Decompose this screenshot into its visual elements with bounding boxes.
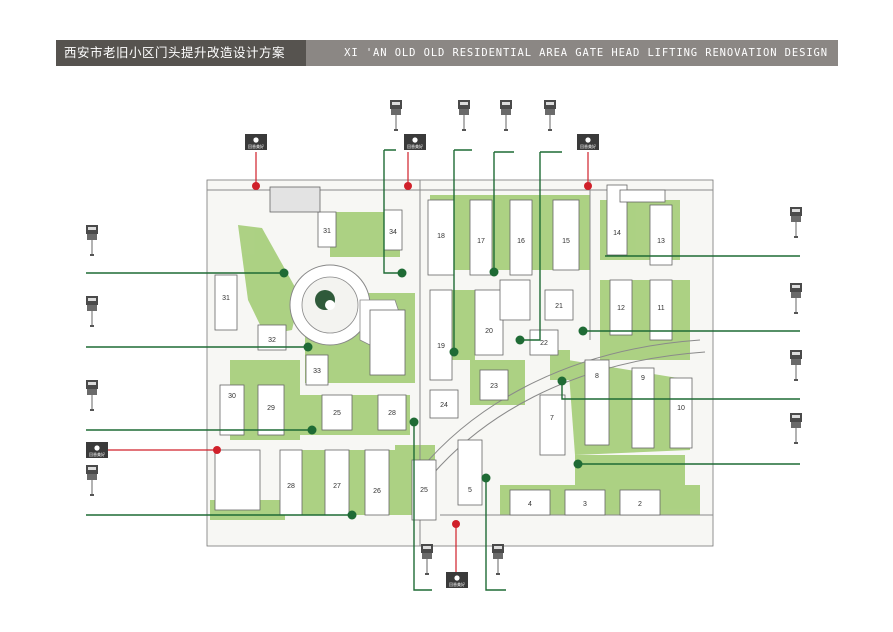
svg-text:5: 5 <box>468 487 472 494</box>
green-node-icon <box>279 268 289 278</box>
svg-text:28: 28 <box>287 483 295 490</box>
red-node-icon <box>252 182 260 190</box>
green-connector-lines <box>86 149 800 591</box>
svg-text:25: 25 <box>333 410 341 417</box>
svg-text:18: 18 <box>437 233 445 240</box>
header-title-cn: 西安市老旧小区门头提升改造设计方案 <box>56 40 306 66</box>
svg-text:21: 21 <box>555 303 563 310</box>
svg-text:31: 31 <box>222 295 230 302</box>
svg-text:32: 32 <box>268 337 276 344</box>
svg-text:25: 25 <box>420 487 428 494</box>
svg-text:23: 23 <box>490 383 498 390</box>
svg-text:15: 15 <box>562 238 570 245</box>
building-labels: 31 34 18 17 16 15 14 13 12 11 32 33 20 1… <box>222 228 685 508</box>
red-node-icon <box>213 446 221 454</box>
svg-text:34: 34 <box>389 229 397 236</box>
svg-text:28: 28 <box>388 410 396 417</box>
svg-text:24: 24 <box>440 402 448 409</box>
gate-sign-icon: 回香美好 <box>245 134 267 150</box>
green-node-icon <box>449 347 459 357</box>
svg-text:33: 33 <box>313 368 321 375</box>
svg-text:31: 31 <box>323 228 331 235</box>
green-node-icon <box>578 326 588 336</box>
svg-text:9: 9 <box>641 375 645 382</box>
svg-text:回香美好: 回香美好 <box>449 581 465 587</box>
green-node-icon <box>397 268 407 278</box>
header-title-en: XI 'AN OLD OLD RESIDENTIAL AREA GATE HEA… <box>306 40 838 66</box>
svg-text:22: 22 <box>540 340 548 347</box>
gate-sign-icon: 回香美好 <box>404 134 426 150</box>
gate-sign-icon: 回香美好 <box>446 572 468 588</box>
site-base: 31 34 18 17 16 15 14 13 12 11 32 33 20 1… <box>206 179 714 547</box>
svg-text:回香美好: 回香美好 <box>407 143 423 149</box>
street-lamp-icon <box>789 412 803 445</box>
gate-signs: 回香美好 回香美好 回香美好 回香美好 回香美好 <box>86 134 599 588</box>
green-node-icon <box>409 417 419 427</box>
svg-text:11: 11 <box>657 305 664 312</box>
svg-text:回香美好: 回香美好 <box>89 451 105 457</box>
green-node-icon <box>347 510 357 520</box>
svg-text:20: 20 <box>485 328 493 335</box>
green-node-icon <box>557 376 567 386</box>
svg-text:4: 4 <box>528 501 532 508</box>
green-node-icon <box>481 473 491 483</box>
red-node-icon <box>584 182 592 190</box>
building-blocks <box>214 184 693 521</box>
street-lamp-icon <box>491 543 505 576</box>
svg-text:19: 19 <box>437 343 445 350</box>
street-lamp-icon <box>499 99 513 132</box>
street-lamp-icon <box>457 99 471 132</box>
street-lamp-icon <box>543 99 557 132</box>
gate-sign-icon: 回香美好 <box>577 134 599 150</box>
svg-text:30: 30 <box>228 393 236 400</box>
svg-text:13: 13 <box>657 238 665 245</box>
svg-text:16: 16 <box>517 238 525 245</box>
street-lamp-icon <box>789 282 803 315</box>
green-node-icon <box>303 342 313 352</box>
red-nodes <box>213 182 592 528</box>
street-lamp-icon <box>389 99 403 132</box>
green-node-icon <box>489 267 499 277</box>
gate-sign-icon: 回香美好 <box>86 442 108 458</box>
svg-text:26: 26 <box>373 488 381 495</box>
svg-text:17: 17 <box>477 238 485 245</box>
svg-text:10: 10 <box>677 405 685 412</box>
street-lamp-icon <box>420 543 434 576</box>
svg-text:回香美好: 回香美好 <box>580 143 596 149</box>
street-lamp-icon <box>85 224 99 257</box>
green-node-icon <box>573 459 583 469</box>
svg-text:回香美好: 回香美好 <box>248 143 264 149</box>
svg-text:8: 8 <box>595 373 599 380</box>
street-lamp-icon <box>789 349 803 382</box>
red-connector-lines <box>108 152 589 572</box>
svg-text:27: 27 <box>333 483 341 490</box>
green-node-icon <box>515 335 525 345</box>
red-node-icon <box>452 520 460 528</box>
street-lamp-icon <box>85 295 99 328</box>
red-node-icon <box>404 182 412 190</box>
green-nodes <box>279 267 588 520</box>
street-lamp-icon <box>85 379 99 412</box>
svg-text:14: 14 <box>613 230 621 237</box>
svg-text:2: 2 <box>638 501 642 508</box>
green-node-icon <box>307 425 317 435</box>
svg-text:7: 7 <box>550 415 554 422</box>
street-lamp-icon <box>85 464 99 497</box>
svg-text:12: 12 <box>617 305 625 312</box>
street-lamp-icon <box>789 206 803 239</box>
svg-text:3: 3 <box>583 501 587 508</box>
svg-text:29: 29 <box>267 405 275 412</box>
